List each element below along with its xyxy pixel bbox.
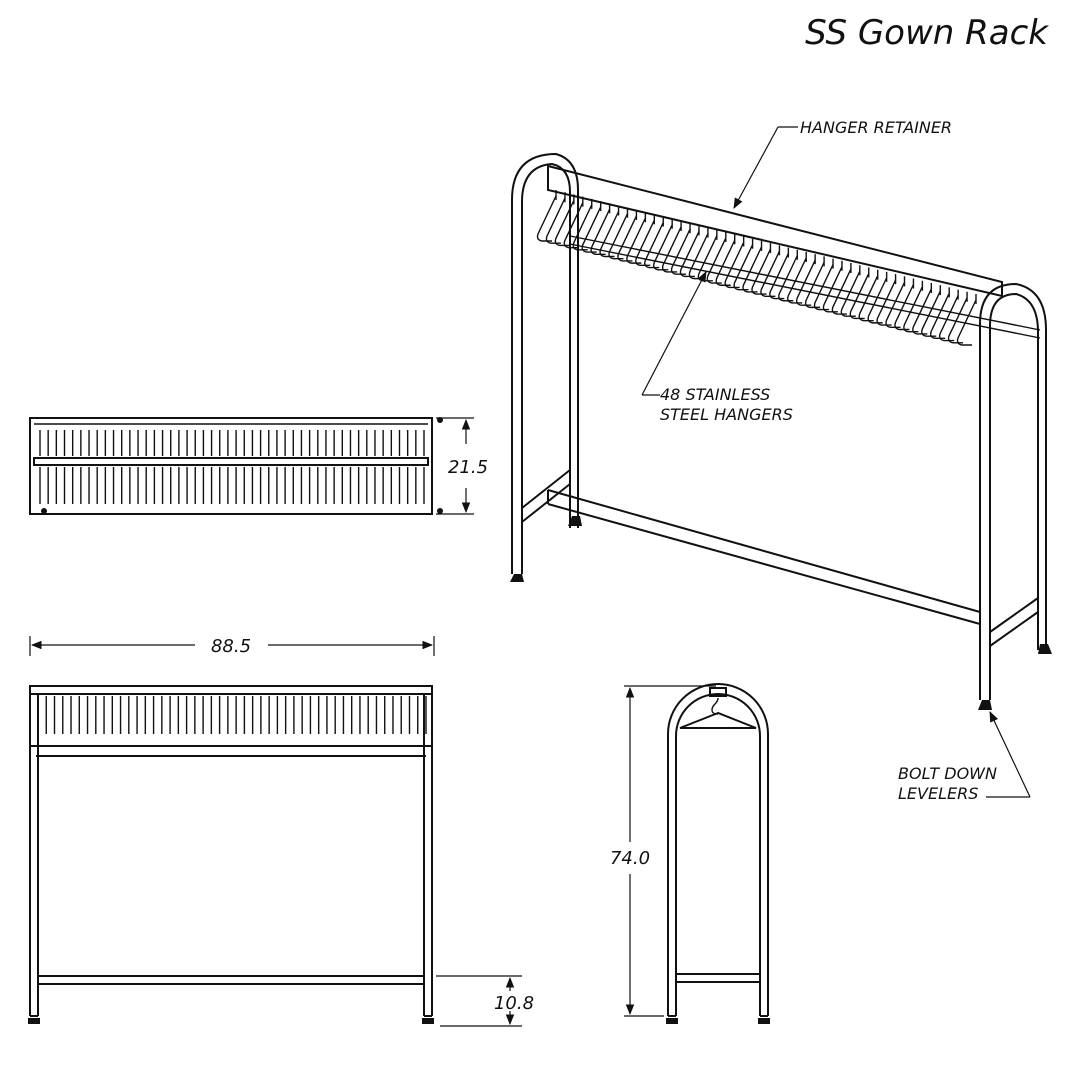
hanger — [644, 222, 664, 269]
iso-bottom-rail — [547, 489, 981, 625]
leveler-icon — [41, 508, 47, 514]
leveler-icon — [666, 1018, 678, 1024]
side-view-frame-outer — [667, 683, 769, 1016]
iso-hangers — [536, 190, 977, 346]
side-view-bottom-rail — [675, 973, 761, 983]
hanger — [688, 233, 709, 280]
front-view-hangers — [37, 696, 427, 734]
callout-levelers: BOLT DOWN LEVELERS — [898, 711, 1031, 803]
hanger — [724, 242, 745, 289]
hanger — [787, 257, 807, 304]
hanger — [778, 255, 798, 302]
leader-line — [641, 271, 707, 396]
callout-hanger-retainer: HANGER RETAINER — [733, 118, 952, 209]
leveler-icon — [28, 1018, 40, 1024]
isometric-view — [510, 152, 1052, 710]
hanger — [581, 206, 602, 253]
dim-bottom-rail-height: 10.8 — [494, 993, 534, 1014]
leveler-icon — [437, 508, 443, 514]
hanger — [554, 200, 575, 247]
hanger — [706, 237, 727, 284]
hanger — [617, 215, 638, 262]
label-hangers-line2: STEEL HANGERS — [660, 405, 793, 424]
label-hanger-retainer: HANGER RETAINER — [800, 118, 952, 137]
hanger — [679, 231, 700, 278]
hanger — [661, 226, 682, 273]
hanger — [635, 220, 655, 267]
callout-hangers: 48 STAINLESS STEEL HANGERS — [641, 271, 793, 424]
iso-hanger-retainer — [547, 164, 1003, 298]
hanger — [572, 204, 593, 251]
hanger — [652, 224, 673, 271]
hanger-icon — [679, 697, 757, 729]
front-view-bottom-rail — [37, 975, 425, 985]
hanger — [840, 270, 861, 317]
leveler-icon — [510, 574, 524, 582]
hanger — [590, 208, 611, 255]
top-view-frame — [29, 417, 433, 515]
hanger — [751, 248, 772, 295]
hanger — [670, 228, 691, 275]
hanger — [876, 279, 897, 326]
hanger — [912, 288, 932, 335]
hanger — [715, 239, 736, 286]
hanger — [938, 295, 959, 342]
hanger — [885, 281, 906, 328]
iso-left-arch-inner — [521, 162, 571, 574]
hanger — [921, 290, 941, 337]
hanger — [599, 211, 620, 258]
front-view-retainer — [29, 685, 433, 695]
hanger — [608, 213, 629, 260]
leader-line — [733, 126, 779, 209]
label-levelers-line2: LEVELERS — [898, 784, 978, 803]
leveler-icon — [422, 1018, 434, 1024]
hanger — [813, 264, 834, 311]
hanger — [733, 244, 754, 291]
leveler-icon — [1038, 644, 1052, 654]
dim-front-width: 88.5 — [211, 636, 251, 657]
hanger — [760, 251, 781, 298]
leveler-icon — [758, 1018, 770, 1024]
hanger — [545, 197, 566, 244]
hanger — [903, 286, 924, 333]
label-levelers-line1: BOLT DOWN — [898, 764, 997, 783]
hanger — [769, 253, 789, 300]
drawing-title: SS Gown Rack — [805, 13, 1049, 53]
hanger — [742, 246, 763, 293]
top-view-retainer — [33, 457, 429, 466]
hanger — [563, 202, 584, 249]
hanger — [626, 217, 646, 264]
hanger — [697, 235, 718, 282]
hanger — [849, 273, 870, 320]
hanger — [947, 297, 968, 344]
side-view: 74.0 — [610, 683, 770, 1024]
dim-side-height: 74.0 — [610, 848, 650, 869]
leveler-icon — [978, 700, 992, 710]
iso-right-arch-inner — [989, 292, 1039, 700]
hanger — [795, 259, 816, 306]
dim-top-view-depth: 21.5 — [448, 457, 488, 478]
leader-line — [989, 711, 1031, 798]
label-hangers-line1: 48 STAINLESS — [660, 385, 770, 404]
hanger — [956, 299, 977, 346]
hanger — [894, 284, 915, 331]
iso-right-arch-outer — [979, 282, 1047, 700]
hanger — [929, 293, 950, 340]
hanger — [867, 277, 888, 324]
top-view-hangers — [39, 430, 425, 504]
hanger — [822, 266, 843, 313]
hanger — [831, 268, 852, 315]
leveler-icon — [568, 516, 582, 526]
top-view: 21.5 — [29, 417, 488, 515]
hanger — [536, 195, 557, 242]
side-view-retainer — [709, 687, 727, 697]
hanger — [804, 262, 825, 309]
front-view: 88.5 10.8 — [28, 636, 534, 1027]
side-view-frame-inner — [675, 693, 761, 1016]
iso-left-arch-outer — [511, 152, 579, 574]
hanger — [858, 275, 879, 322]
